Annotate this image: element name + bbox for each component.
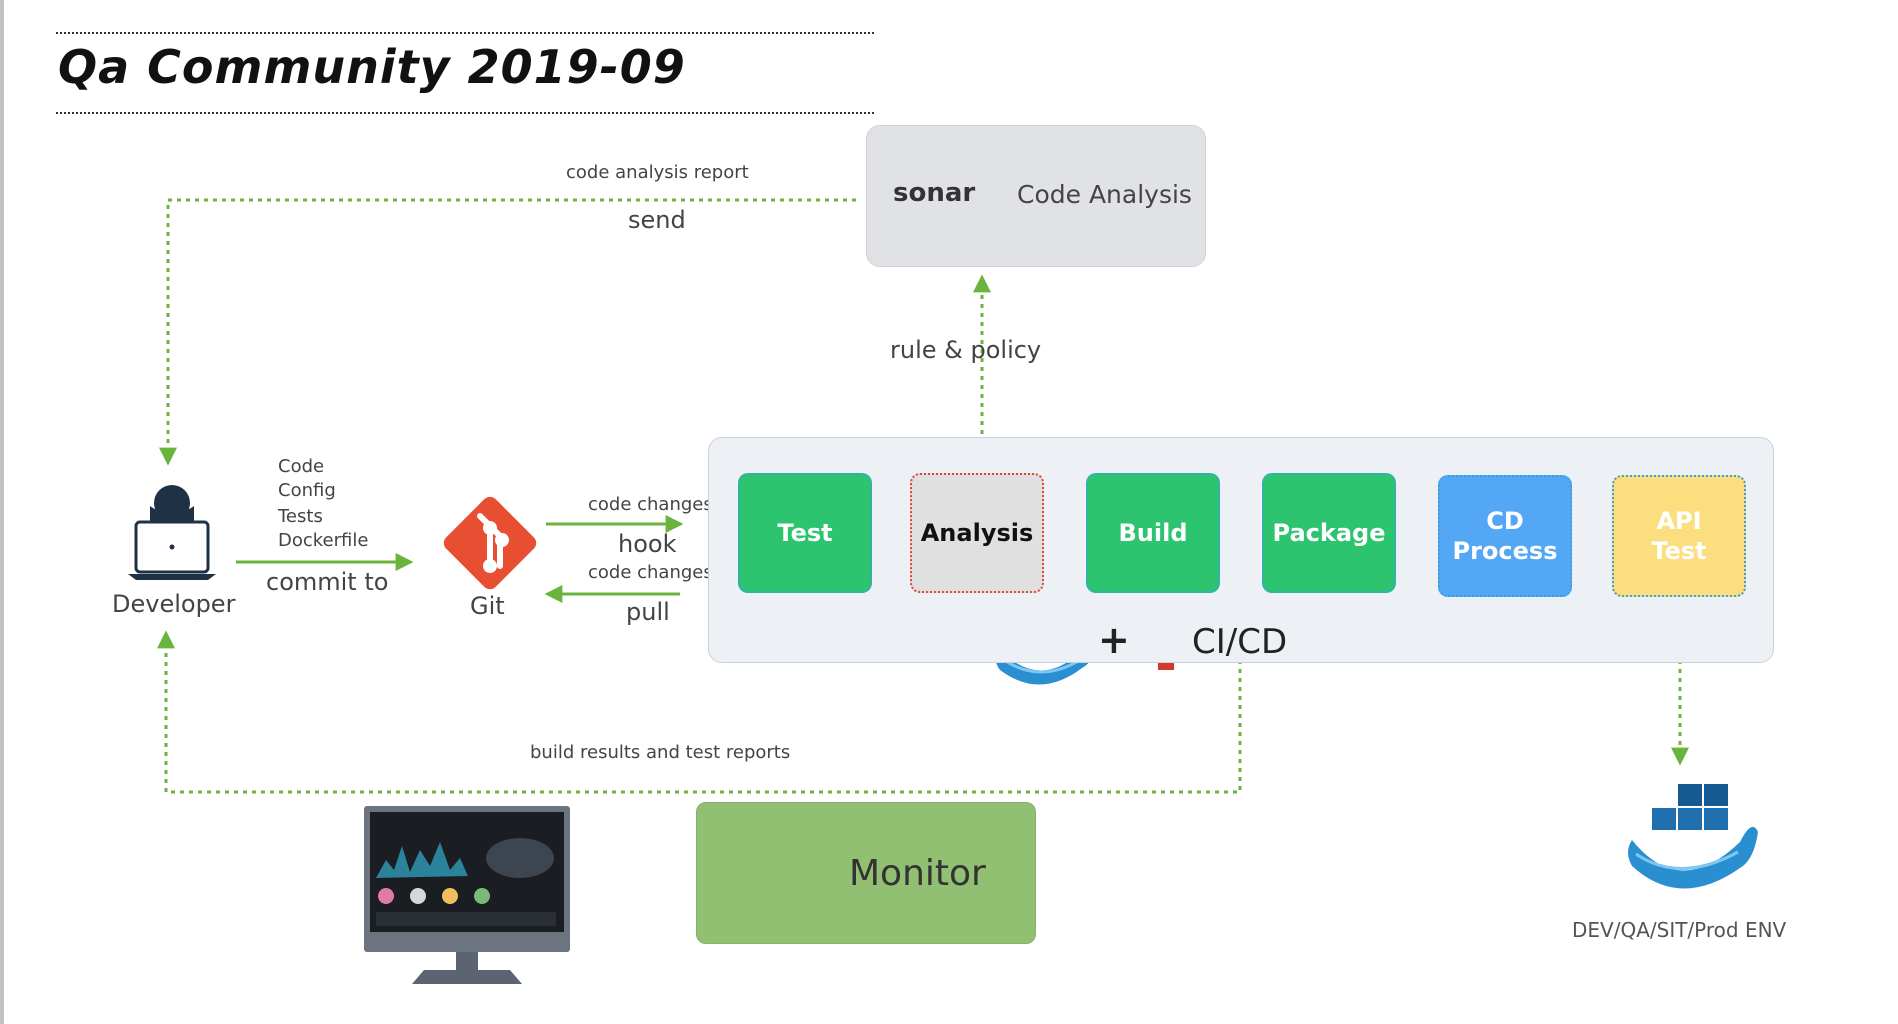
commit-item-code: Code (278, 456, 325, 477)
cicd-panel (708, 437, 1774, 663)
monitor-label: Monitor (849, 853, 986, 894)
pull-caption: code changes (588, 562, 713, 583)
commit-label: commit to (266, 568, 389, 596)
plus-sign: + (1098, 618, 1130, 662)
git-icon (443, 496, 537, 590)
stage-build: Build (1086, 473, 1220, 593)
page-title: Qa Community 2019-09 (58, 40, 686, 94)
stage-analysis: Analysis (910, 473, 1044, 593)
dashboard-monitor-icon (364, 806, 570, 984)
title-bottom-rule (56, 112, 874, 114)
page-left-border (0, 0, 4, 1024)
git-label: Git (470, 592, 505, 620)
sonar-logo: sonar (893, 178, 976, 208)
hook-label: hook (618, 530, 677, 558)
monitor-box: Monitor (696, 802, 1036, 944)
docker-whale-env-icon (1628, 784, 1758, 889)
stage-test: Test (738, 473, 872, 593)
commit-item-config: Config (278, 480, 336, 501)
env-label: DEV/QA/SIT/Prod ENV (1572, 918, 1787, 942)
sonar-code-analysis-box: sonar Code Analysis (866, 125, 1206, 267)
commit-item-tests: Tests (278, 506, 323, 527)
rule-policy-label: rule & policy (890, 336, 1042, 364)
pull-label: pull (626, 598, 670, 626)
commit-item-dockerfile: Dockerfile (278, 530, 369, 551)
title-top-rule (56, 32, 874, 34)
developer-label: Developer (112, 590, 236, 618)
cicd-label: CI/CD (1192, 622, 1288, 662)
stage-api-test: API Test (1612, 475, 1746, 597)
stage-package: Package (1262, 473, 1396, 593)
developer-icon (128, 485, 216, 580)
report-caption: code analysis report (566, 162, 749, 183)
sonar-label: Code Analysis (1017, 180, 1192, 209)
hook-caption: code changes (588, 494, 713, 515)
results-label: build results and test reports (530, 742, 791, 763)
report-label: send (628, 206, 686, 234)
stage-cd-process: CD Process (1438, 475, 1572, 597)
results-arrow (157, 630, 1242, 794)
report-arrow (159, 198, 856, 466)
